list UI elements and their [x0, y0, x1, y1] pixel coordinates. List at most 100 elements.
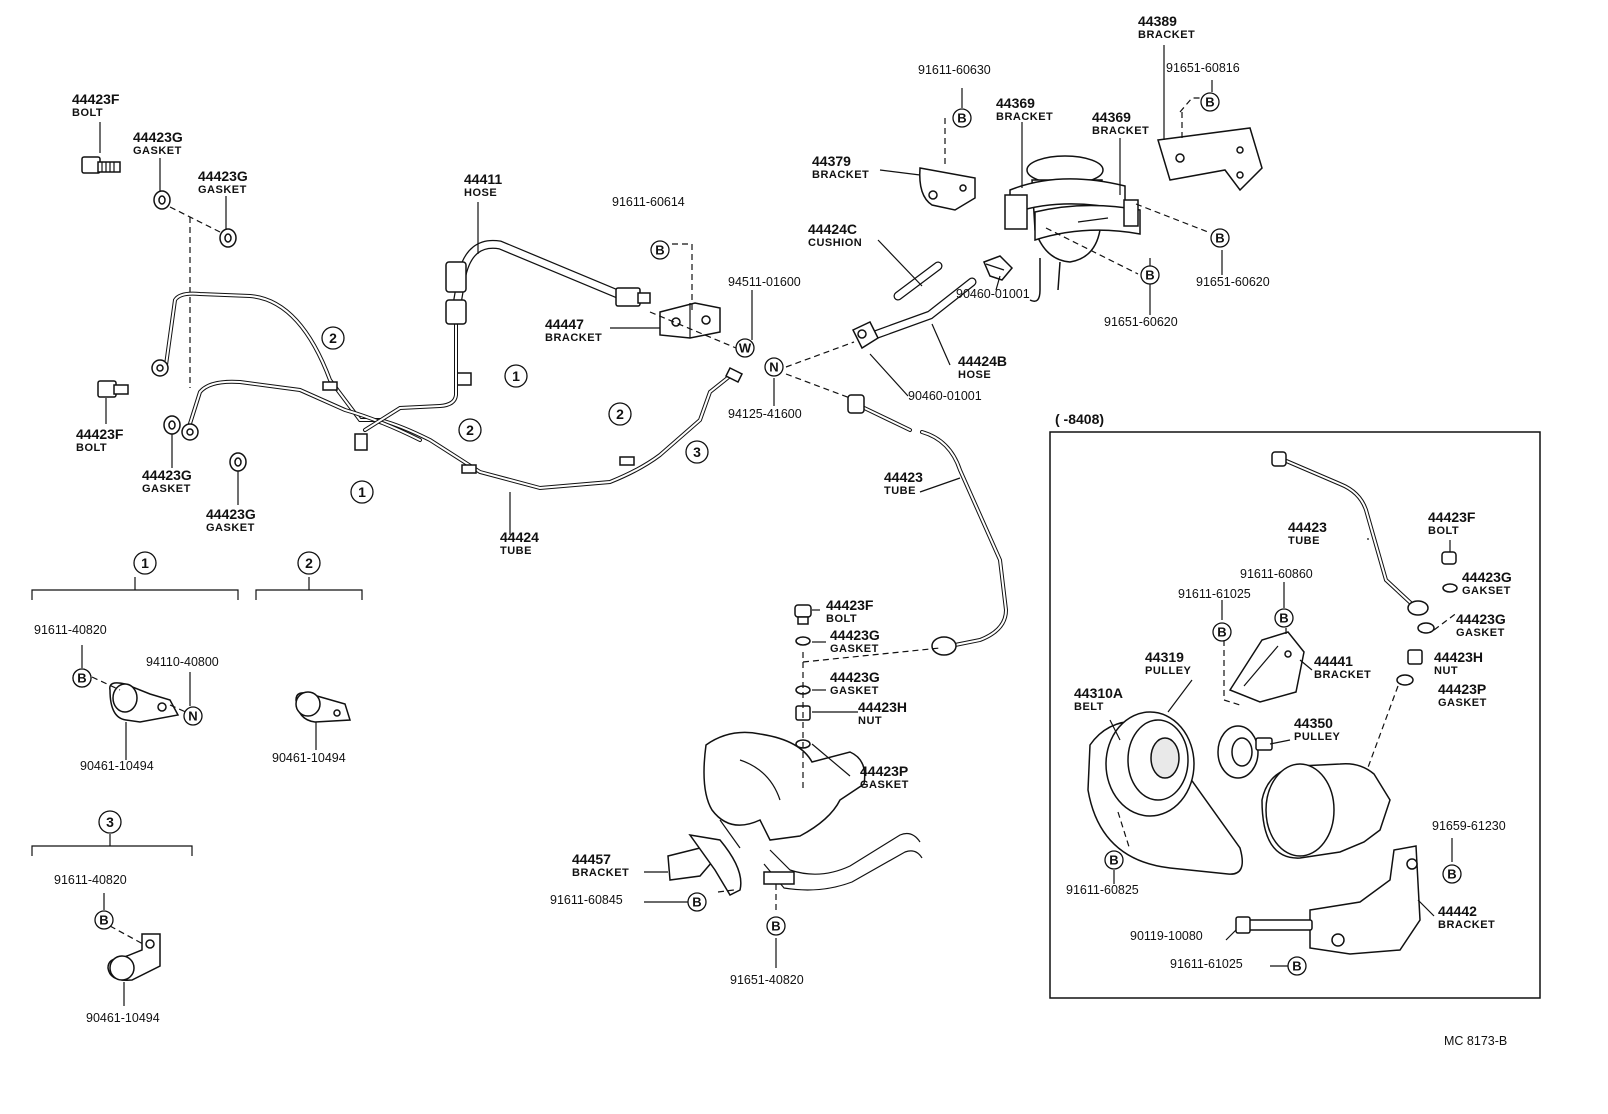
- bracket-44379: [919, 167, 976, 211]
- callout-c37: 90461-10494: [272, 751, 346, 765]
- part-number: 44423: [884, 469, 923, 485]
- part-number: 44389: [1138, 13, 1177, 29]
- marker-n-m3: N: [764, 357, 784, 377]
- clamp-detail-3: [107, 933, 161, 981]
- part-name: GASKET: [1438, 697, 1487, 709]
- doc-code: MC 8173-B: [1444, 1034, 1507, 1048]
- part-name: BRACKET: [1138, 29, 1195, 41]
- bracket-44447: [659, 302, 721, 339]
- inset-note: ( -8408): [1055, 411, 1104, 427]
- leader-lines: [81, 45, 1453, 1006]
- marker-b-m6: B: [1210, 228, 1230, 248]
- part-name: GAKSET: [1462, 585, 1511, 597]
- part-number: 44424B: [958, 353, 1007, 369]
- detail-refs: 1 2 2 1 2 3 1 2 3: [98, 326, 709, 834]
- part-name: GASKET: [133, 145, 182, 157]
- marker-b-m15: B: [1212, 622, 1232, 642]
- belt-and-pulley: [1087, 711, 1243, 875]
- inset-bolt-stack: [1396, 551, 1458, 686]
- part-number: 91651-60620: [1104, 315, 1178, 329]
- detail-ref-r3: 2: [458, 418, 482, 442]
- part-number: 44369: [996, 95, 1035, 111]
- part-number: 44423F: [826, 597, 874, 613]
- part-number: 91651-40820: [730, 973, 804, 987]
- svg-text:2: 2: [616, 406, 624, 422]
- part-number: 44310A: [1074, 685, 1123, 701]
- svg-text:B: B: [655, 243, 664, 258]
- svg-text:3: 3: [693, 444, 701, 460]
- callout-c55: 90119-10080: [1130, 929, 1203, 943]
- svg-text:B: B: [1292, 959, 1301, 974]
- part-name: HOSE: [958, 369, 991, 381]
- svg-text:3: 3: [106, 814, 114, 830]
- part-number: 91611-61025: [1170, 957, 1243, 971]
- part-number: 44423G: [830, 669, 880, 685]
- callout-c21: 90460-01001: [956, 287, 1030, 301]
- detail-ref-r8: 2: [297, 551, 321, 575]
- callout-c19: 91651-60816: [1166, 61, 1240, 75]
- part-number: 91611-60845: [550, 893, 623, 907]
- part-number: 44423G: [133, 129, 183, 145]
- bracket-44389: [1157, 127, 1263, 192]
- svg-text:B: B: [1279, 611, 1288, 626]
- banjo-bolt-top: [81, 156, 121, 174]
- part-name: CUSHION: [808, 237, 862, 249]
- part-name: BOLT: [1428, 525, 1459, 537]
- svg-text:1: 1: [512, 368, 520, 384]
- marker-b-m4: B: [952, 108, 972, 128]
- part-number: 44379: [812, 153, 851, 169]
- marker-b-m17: B: [1442, 864, 1462, 884]
- tube-44424: [151, 291, 732, 491]
- detail-ref-r7: 1: [133, 551, 157, 575]
- callout-c56: 91611-61025: [1170, 957, 1243, 971]
- part-name: HOSE: [464, 187, 497, 199]
- part-name: GASKET: [198, 184, 247, 196]
- part-number: 44447: [545, 316, 584, 332]
- part-name: GASKET: [860, 779, 909, 791]
- svg-text:W: W: [739, 341, 752, 356]
- part-number: 44423G: [206, 506, 256, 522]
- marker-b-m1: B: [650, 240, 670, 260]
- svg-text:2: 2: [329, 330, 337, 346]
- marker-b-m13: B: [766, 916, 786, 936]
- part-number: 90460-01001: [956, 287, 1030, 301]
- svg-text:B: B: [1215, 231, 1224, 246]
- callout-c39: 90461-10494: [86, 1011, 160, 1025]
- part-name: BRACKET: [812, 169, 869, 181]
- detail-ref-r2: 2: [321, 326, 345, 350]
- gear-box: [703, 731, 866, 849]
- svg-text:B: B: [771, 919, 780, 934]
- part-number: 91611-60630: [918, 63, 991, 77]
- callout-labels: 44423FBOLT44423GGASKET44423GGASKET44423F…: [34, 13, 1512, 1025]
- part-name: PULLEY: [1145, 665, 1192, 677]
- marker-n-m12: N: [183, 706, 203, 726]
- part-number: 44423P: [860, 763, 908, 779]
- part-name: TUBE: [1288, 535, 1320, 547]
- part-number: 44423F: [1428, 509, 1476, 525]
- part-number: 44423F: [76, 426, 124, 442]
- detail-ref-r9: 3: [98, 810, 122, 834]
- marker-b-m5: B: [1200, 92, 1220, 112]
- callout-c36: 90461-10494: [80, 759, 154, 773]
- svg-text:B: B: [1145, 268, 1154, 283]
- svg-text:1: 1: [358, 484, 366, 500]
- part-number: 44423G: [1462, 569, 1512, 585]
- marker-b-m7: B: [1140, 265, 1160, 285]
